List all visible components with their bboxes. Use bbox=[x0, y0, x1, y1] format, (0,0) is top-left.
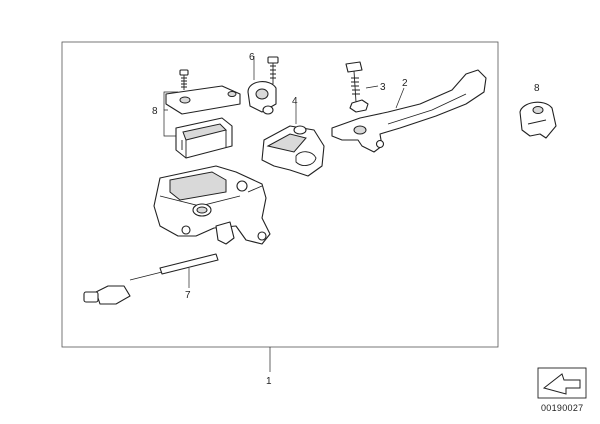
callout-4: 4 bbox=[292, 96, 298, 107]
part-brake-lever[interactable] bbox=[331, 69, 487, 153]
part-lever-bolt[interactable] bbox=[345, 61, 379, 113]
callout-6: 6 bbox=[249, 52, 255, 63]
drawing-number: 00190027 bbox=[541, 403, 584, 413]
diagram-frame bbox=[61, 41, 499, 348]
callout-7: 7 bbox=[185, 290, 191, 301]
part-master-cylinder[interactable] bbox=[153, 165, 271, 245]
callout-3: 3 bbox=[380, 82, 386, 93]
callout-2: 2 bbox=[402, 78, 408, 89]
callout-8-left: 8 bbox=[152, 106, 158, 117]
part-lever-bracket[interactable] bbox=[261, 104, 325, 177]
part-reservoir-cap[interactable] bbox=[163, 69, 241, 159]
arrow-outline-icon bbox=[537, 367, 587, 399]
part-brake-light-switch[interactable] bbox=[83, 221, 235, 305]
part-clamp-half[interactable] bbox=[519, 101, 557, 139]
callout-8-right: 8 bbox=[534, 83, 540, 94]
callout-1: 1 bbox=[266, 376, 272, 387]
part-handlebar-clamp[interactable] bbox=[247, 56, 279, 115]
